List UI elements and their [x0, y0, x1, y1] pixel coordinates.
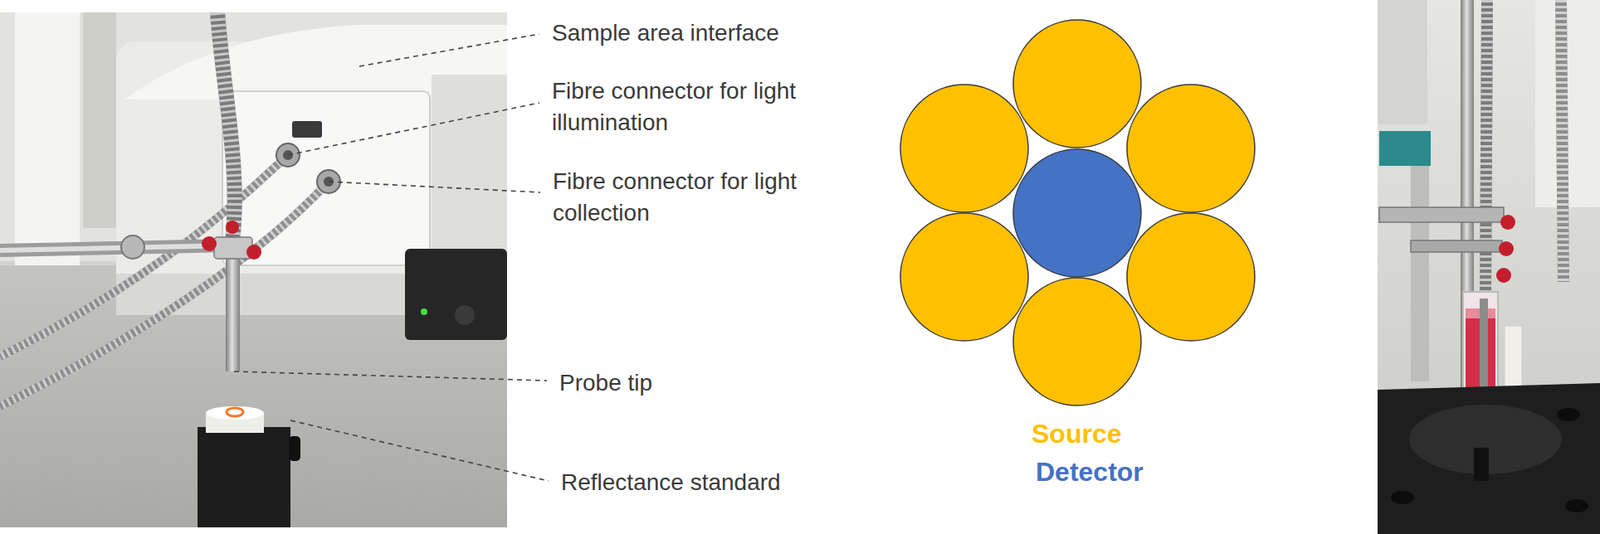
- cuvette-photo-part: [1410, 165, 1430, 382]
- fibre-bundle-part: [1126, 84, 1255, 213]
- instrument-photo-part: [225, 220, 240, 235]
- instrument-photo: [0, 12, 508, 528]
- fibre-bundle-part: [1013, 149, 1142, 278]
- instrument-photo-part: [0, 245, 229, 251]
- instrument-photo-part: [246, 244, 262, 260]
- cuvette-photo-part: [1500, 214, 1516, 230]
- cuvette-photo: [1377, 0, 1600, 534]
- instrument-photo-part: [217, 12, 235, 243]
- fibre-bundle-part: [1013, 19, 1142, 148]
- cuvette-photo-part: [1485, 0, 1488, 299]
- instrument-photo-part: [197, 427, 291, 528]
- instrument-photo-part: [454, 305, 475, 326]
- fibre-bundle-part: [900, 213, 1029, 342]
- cuvette-photo-part: [1377, 383, 1600, 534]
- instrument-photo-part: [201, 236, 217, 252]
- leader-lines: [234, 34, 549, 482]
- part-label: Sample area interface: [551, 17, 780, 49]
- cuvette-photo-part: [1377, 0, 1600, 534]
- part-label: Reflectance standard: [560, 467, 781, 499]
- part-label: Fibre connector for light collection: [552, 165, 860, 230]
- leader-lines-part: [328, 181, 541, 193]
- instrument-photo-part: [0, 245, 229, 251]
- instrument-photo-part: [0, 181, 329, 407]
- instrument-photo-part: [0, 181, 329, 407]
- fibre-bundle-part: [1013, 278, 1142, 406]
- instrument-photo-part: [292, 121, 322, 138]
- instrument-photo-part: [82, 12, 117, 229]
- fibre-bundle-part: [1126, 213, 1255, 342]
- legend-text: Source: [1031, 418, 1122, 450]
- leader-lines-part: [359, 34, 540, 67]
- instrument-photo-part: [431, 74, 508, 266]
- cuvette-photo-part: [1496, 268, 1512, 283]
- instrument-photo-part: [116, 273, 432, 316]
- cuvette-photo-part: [1556, 408, 1581, 422]
- fibre-bundle-part: [900, 84, 1029, 213]
- cuvette-photo-part: [1560, 0, 1564, 283]
- instrument-photo-part: [214, 237, 253, 259]
- leader-lines-part: [234, 371, 547, 381]
- part-label: Fibre connector for light illumination: [551, 75, 859, 139]
- instrument-photo-part: [420, 308, 428, 316]
- cuvette-photo-part: [1479, 298, 1488, 399]
- cuvette-photo-part: [1379, 131, 1431, 166]
- cuvette-photo-part: [1410, 240, 1503, 253]
- cuvette-photo-part: [1473, 448, 1489, 482]
- instrument-photo-part: [404, 248, 508, 341]
- part-label: Probe tip: [559, 367, 653, 400]
- cuvette-photo-part: [1565, 499, 1589, 513]
- cuvette-photo-part: [1379, 207, 1504, 223]
- instrument-photo-part: [226, 408, 244, 417]
- instrument-photo-part: [217, 12, 235, 243]
- cuvette-photo-part: [1485, 0, 1488, 299]
- cuvette-photo-part: [1390, 491, 1415, 505]
- leader-lines-part: [287, 102, 540, 156]
- cuvette-photo-part: [1377, 0, 1428, 125]
- instrument-photo-part: [121, 235, 145, 259]
- leader-lines-part: [290, 420, 549, 482]
- instrument-photo-part: [288, 436, 301, 462]
- legend-text: Detector: [1035, 456, 1144, 488]
- cuvette-photo-part: [1498, 241, 1514, 257]
- fibre-bundle: [900, 19, 1255, 406]
- cuvette-photo-part: [1560, 0, 1564, 283]
- instrument-photo-part: [205, 406, 264, 420]
- instrument-photo-part: [222, 91, 430, 266]
